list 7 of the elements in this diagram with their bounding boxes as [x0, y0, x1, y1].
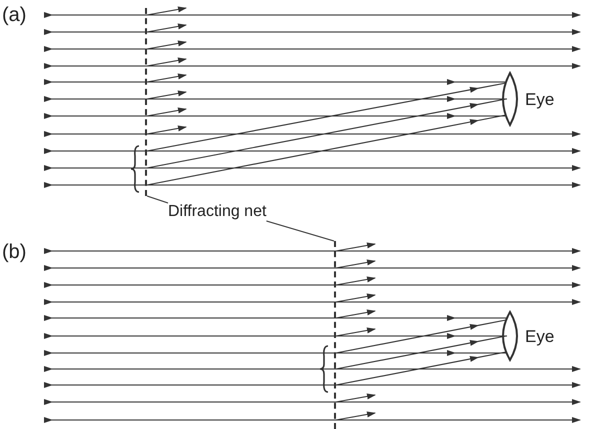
- panel-label: (b): [2, 241, 26, 263]
- eye-label: Eye: [525, 327, 554, 346]
- eye-label: Eye: [525, 90, 554, 109]
- net-label: Diffracting net: [168, 203, 266, 221]
- leader-line: [266, 220, 334, 242]
- panel-label: (a): [2, 4, 26, 26]
- leader-line: [146, 196, 168, 204]
